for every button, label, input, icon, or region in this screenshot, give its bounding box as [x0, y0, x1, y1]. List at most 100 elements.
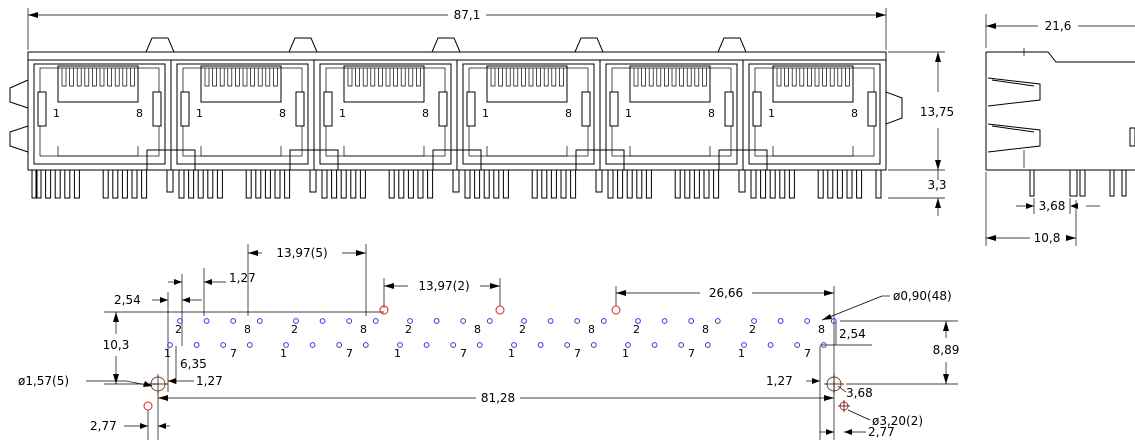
solder-pin: [617, 169, 624, 199]
shield-pin: [166, 169, 174, 193]
contact-finger: [416, 68, 421, 87]
top-tabs: [145, 37, 747, 53]
contact-finger: [257, 68, 263, 87]
contact-finger: [784, 68, 789, 87]
contact-finger: [694, 68, 700, 87]
signal-hole: [574, 318, 581, 324]
contact-finger: [378, 68, 383, 87]
contact-finger: [702, 68, 707, 87]
signal-hole: [547, 318, 554, 324]
solder-pin: [760, 169, 767, 199]
signal-hole: [246, 342, 253, 348]
solder-pin: [407, 169, 414, 199]
port-label-last: 8: [279, 107, 286, 120]
signal-hole: [600, 318, 607, 324]
solder-pin: [684, 169, 691, 199]
alignment-hole: [495, 305, 505, 315]
corner-right-label: 2,77: [868, 425, 895, 439]
contact-finger: [528, 68, 534, 87]
solder-pin: [321, 169, 328, 199]
side-top-edge: [986, 51, 1135, 63]
contact-finger: [791, 68, 797, 87]
pin-length-label: 3,3: [927, 178, 946, 192]
contact-finger: [265, 68, 271, 87]
contact-finger: [204, 68, 210, 87]
contact-finger: [814, 68, 820, 87]
contact-finger: [521, 68, 526, 87]
contact-window: [629, 65, 711, 103]
signal-hole: [397, 342, 403, 348]
port-opening: [176, 63, 309, 165]
signal-hole: [486, 318, 493, 324]
pin-number-bottom-last: 7: [460, 347, 467, 360]
solder-pin: [73, 169, 80, 199]
led-slot-left: [180, 91, 190, 127]
dim-side-pin-spacing: 3,68: [1016, 198, 1100, 214]
dim-side-depth-pcb: 10,8: [985, 172, 1077, 246]
dim-port-pitch-5: 13,97(5): [247, 244, 367, 316]
solder-pin: [274, 169, 281, 199]
dim-pin-length: 3,3: [888, 170, 947, 216]
contact-finger: [92, 68, 97, 87]
corner-left-label: 2,77: [90, 419, 117, 433]
pin-number-bottom-first: 1: [508, 347, 515, 360]
port-label-first: 1: [768, 107, 775, 120]
contact-finger: [648, 68, 654, 87]
signal-hole: [704, 342, 711, 348]
right-mount-post: [824, 374, 844, 394]
end-pin: [875, 169, 882, 199]
post-offset-x-label: 1,27: [196, 374, 223, 388]
contact-finger: [227, 68, 233, 87]
signal-hole: [635, 318, 641, 324]
contact-finger: [250, 68, 255, 87]
shield-pin: [452, 169, 460, 193]
signal-hole: [346, 318, 353, 324]
pin-number-bottom-last: 7: [804, 347, 811, 360]
solder-pin: [846, 169, 853, 199]
contact-finger: [84, 68, 90, 87]
solder-pin: [388, 169, 395, 199]
dim-outer-span: 26,66: [615, 286, 835, 440]
dim-corner-right: 2,77: [820, 425, 895, 439]
solder-pin: [141, 169, 148, 199]
contact-finger: [822, 68, 827, 87]
solder-pin: [531, 169, 538, 199]
signal-hole: [293, 318, 299, 324]
solder-pin: [464, 169, 471, 199]
solder-pin: [197, 169, 204, 199]
contact-finger: [385, 68, 391, 87]
contact-window: [200, 65, 282, 103]
solder-pin: [769, 169, 776, 199]
contact-finger: [273, 68, 278, 87]
contact-finger: [679, 68, 684, 87]
contact-finger: [513, 68, 519, 87]
signal-hole: [767, 342, 774, 348]
signal-hole: [537, 342, 544, 348]
latch-slot: [629, 146, 711, 157]
signal-hole: [230, 318, 237, 324]
contact-finger: [837, 68, 843, 87]
signal-hole: [751, 318, 757, 324]
led-slot-left: [323, 91, 333, 127]
solder-pin: [131, 169, 138, 199]
pin-pitch-label: 1,27: [229, 271, 256, 285]
solder-pin: [570, 169, 577, 199]
port-label-first: 1: [339, 107, 346, 120]
pin-number-top-first: 2: [519, 323, 526, 336]
port-opening: [33, 63, 166, 165]
signal-hole: [688, 318, 695, 324]
port-pitch-2-label: 13,97(2): [418, 279, 469, 293]
solder-pin: [207, 169, 214, 199]
solder-pin: [674, 169, 681, 199]
hole-small-label: ø0,90(48): [893, 289, 952, 303]
port-label-last: 8: [565, 107, 572, 120]
signal-hole: [203, 318, 210, 324]
contact-finger: [130, 68, 135, 87]
signal-hole: [450, 342, 457, 348]
contact-finger: [656, 68, 662, 87]
dim-front-height: 13,75: [888, 51, 954, 171]
pin-number-bottom-last: 7: [230, 347, 237, 360]
post-right-offset-label: 1,27: [766, 374, 793, 388]
